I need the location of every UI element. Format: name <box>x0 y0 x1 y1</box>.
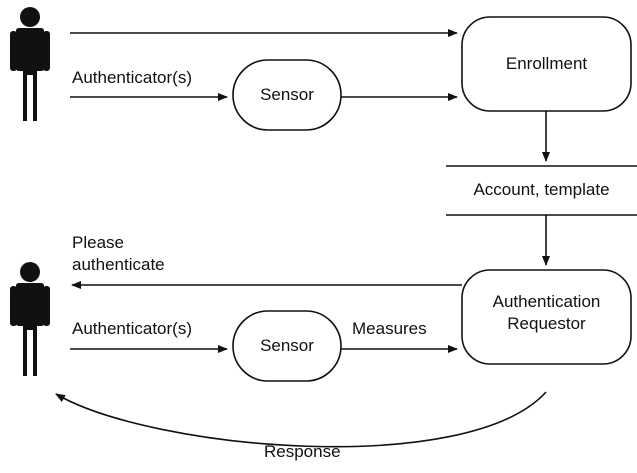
store-label: Account, template <box>473 180 610 199</box>
auth-requestor-label-line1: Authentication <box>492 292 601 311</box>
please-label-line2: authenticate <box>72 255 165 274</box>
authenticators-top-label: Authenticator(s) <box>72 68 192 87</box>
auth-requestor-label-line2: Requestor <box>507 314 586 333</box>
arrow-response <box>55 391 547 448</box>
authenticators-bottom-label: Authenticator(s) <box>72 319 192 338</box>
response-label: Response <box>264 442 341 461</box>
sensor-top-label: Sensor <box>260 85 314 104</box>
please-label-line1: Please <box>72 233 124 252</box>
person-icon-top <box>10 7 50 121</box>
person-icon-bottom <box>10 262 50 376</box>
auth-requestor-node <box>461 269 632 365</box>
sensor-top-node <box>232 59 342 131</box>
measures-label: Measures <box>352 319 427 338</box>
sensor-bottom-label: Sensor <box>260 336 314 355</box>
enrollment-label: Enrollment <box>505 54 588 73</box>
sensor-bottom-node <box>232 310 342 382</box>
